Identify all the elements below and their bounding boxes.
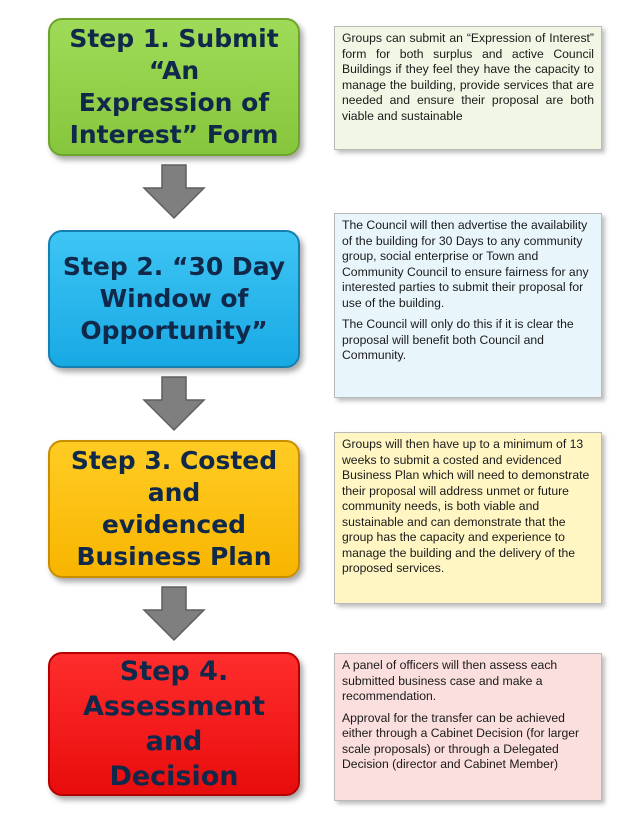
- step-3-description: Groups will then have up to a minimum of…: [334, 432, 602, 604]
- step-4-description: A panel of officers will then assess eac…: [334, 653, 602, 801]
- step-4-description-text-1: A panel of officers will then assess eac…: [342, 658, 558, 703]
- step-2-line-2: Window of: [99, 284, 249, 313]
- step-3-line-1: Step 3. Costed and: [70, 446, 278, 507]
- down-arrow-icon: [142, 376, 206, 432]
- down-arrow-icon: [142, 586, 206, 642]
- step-4-line-2: Assessment and: [82, 691, 266, 757]
- step-1-description: Groups can submit an “Expression of Inte…: [334, 26, 602, 150]
- step-4-box: Step 4. Assessment and Decision: [48, 652, 300, 796]
- step-2-line-1: Step 2. “30 Day: [62, 252, 286, 281]
- step-3-line-2: evidenced: [101, 510, 247, 539]
- step-1-box: Step 1. Submit “An Expression of Interes…: [48, 18, 300, 156]
- step-2-line-3: Opportunity”: [80, 316, 268, 345]
- step-2-description-text-2: The Council will only do this if it is c…: [342, 317, 574, 362]
- down-arrow-icon: [142, 164, 206, 220]
- step-3-box: Step 3. Costed and evidenced Business Pl…: [48, 440, 300, 578]
- step-2-description: The Council will then advertise the avai…: [334, 213, 602, 398]
- step-2-box: Step 2. “30 Day Window of Opportunity”: [48, 230, 300, 368]
- step-1-description-text: Groups can submit an “Expression of Inte…: [342, 31, 594, 123]
- step-4-description-text-2: Approval for the transfer can be achieve…: [342, 710, 580, 772]
- step-4-line-3: Decision: [109, 761, 239, 792]
- step-1-line-2: Expression of: [78, 88, 270, 117]
- step-2-description-text-1: The Council will then advertise the avai…: [342, 218, 589, 310]
- step-1-line-1: Step 1. Submit “An: [69, 24, 279, 85]
- step-1-line-3: Interest” Form: [69, 120, 279, 149]
- step-3-line-3: Business Plan: [76, 542, 272, 571]
- step-3-description-text: Groups will then have up to a minimum of…: [342, 437, 590, 575]
- step-4-line-1: Step 4.: [119, 656, 229, 687]
